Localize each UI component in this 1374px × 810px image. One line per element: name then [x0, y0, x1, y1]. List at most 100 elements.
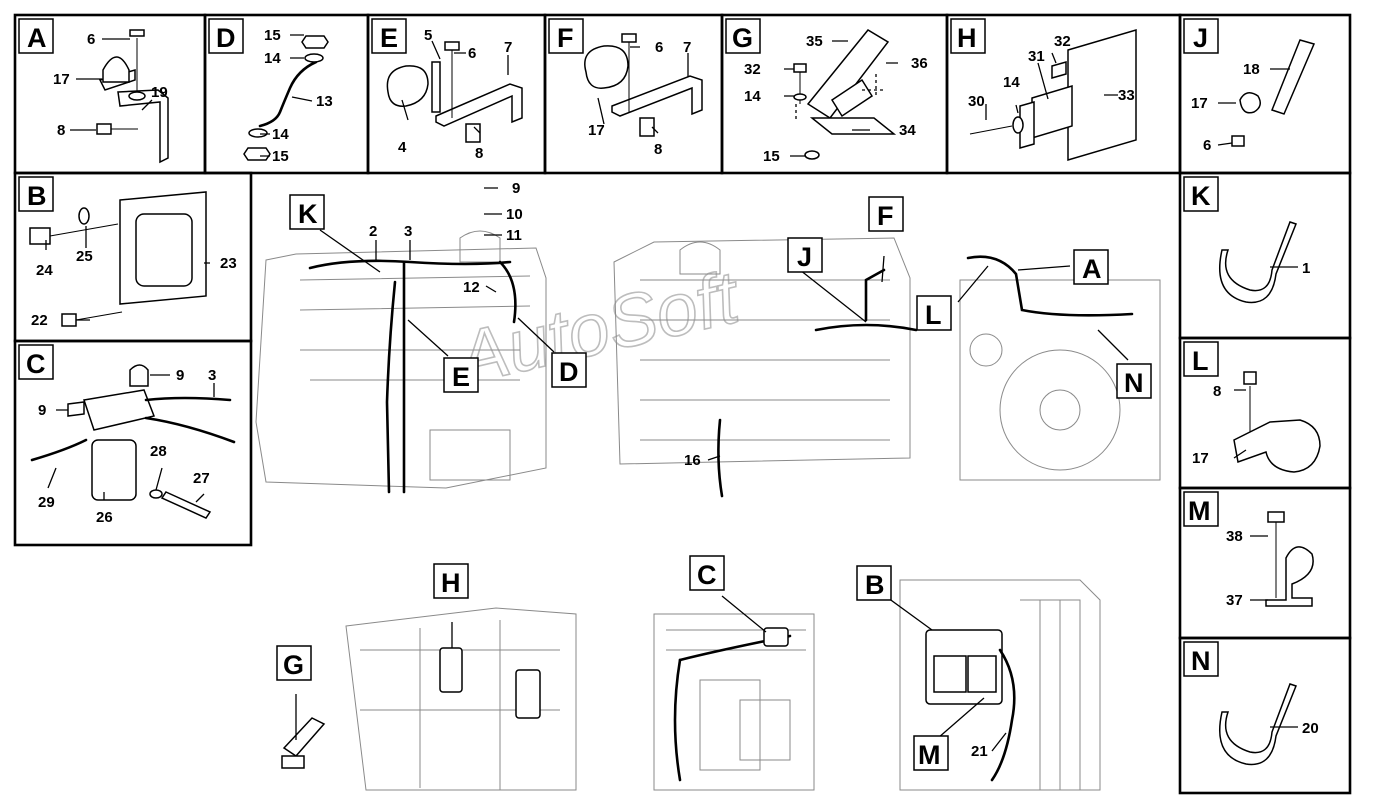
- part-number: 32: [1054, 33, 1071, 50]
- part-number-labels: 6 17 19 8 15 14 13 14 15 5 6 7 4 8 6 7 1…: [31, 27, 1319, 760]
- callout-tag-m: M: [918, 740, 941, 770]
- part-number: 2: [369, 223, 377, 240]
- part-number: 15: [264, 27, 281, 44]
- part-number: 3: [404, 223, 412, 240]
- part-number: 17: [1191, 95, 1208, 112]
- part-number: 34: [899, 122, 916, 139]
- tag-box: [1183, 18, 1219, 54]
- part-number: 19: [151, 84, 168, 101]
- cab-left-view: [281, 607, 577, 791]
- panel-n-frame: [1178, 636, 1352, 795]
- part-number: 29: [38, 494, 55, 511]
- panel-k-cable-tie-illustration: [1218, 221, 1297, 304]
- part-number: 21: [971, 743, 988, 760]
- panel-tag-f: F: [557, 23, 574, 53]
- tag-box: [276, 645, 312, 681]
- panel-tag-k: K: [1191, 181, 1211, 211]
- tag-box: [18, 176, 54, 212]
- panel-j-strap-illustration: [1231, 39, 1316, 147]
- panel-g-pedal-illustration: [793, 29, 897, 160]
- part-number: 17: [588, 122, 605, 139]
- tag-box: [787, 237, 823, 273]
- tag-box: [289, 194, 325, 230]
- tag-box: [371, 18, 407, 54]
- tag-box: [1183, 341, 1219, 377]
- part-number: 37: [1226, 592, 1243, 609]
- callout-tag-e: E: [452, 362, 470, 392]
- part-number: 14: [264, 50, 281, 67]
- panel-b-plate-illustration: [29, 191, 207, 327]
- part-number: 30: [968, 93, 985, 110]
- callout-tag-h: H: [441, 568, 461, 598]
- tag-box: [1073, 249, 1109, 285]
- tag-box: [856, 565, 892, 601]
- panel-f-clamp-illustration: [584, 33, 703, 137]
- callout-tag-l: L: [925, 300, 942, 330]
- part-number: 32: [744, 61, 761, 78]
- panel-tag-e: E: [380, 23, 398, 53]
- panel-tag-m: M: [1188, 496, 1211, 526]
- callout-tag-k: K: [298, 199, 318, 229]
- callout-tag-j: J: [797, 242, 812, 272]
- part-number: 5: [424, 27, 432, 44]
- panel-n-cable-tie-illustration: [1218, 683, 1297, 766]
- part-number: 13: [316, 93, 333, 110]
- part-number: 8: [1213, 383, 1221, 400]
- part-number: 11: [506, 227, 522, 244]
- callout-tag-a: A: [1082, 254, 1102, 284]
- part-number: 3: [208, 367, 216, 384]
- tag-box: [443, 357, 479, 393]
- part-number: 1: [1302, 260, 1310, 277]
- part-number: 16: [684, 452, 701, 469]
- part-number: 22: [31, 312, 48, 329]
- tag-box: [916, 295, 952, 331]
- part-number: 10: [506, 206, 523, 223]
- part-number: 27: [193, 470, 210, 487]
- tag-box: [913, 735, 949, 771]
- tag-box: [950, 18, 986, 54]
- tag-box: [725, 18, 761, 54]
- callout-tag-b: B: [865, 570, 885, 600]
- part-number: 25: [76, 248, 93, 265]
- panel-h-plate-illustration: [969, 28, 1137, 162]
- tag-box: [1183, 491, 1219, 527]
- panel-tag-n: N: [1191, 646, 1211, 676]
- leader-lines: [45, 34, 1298, 752]
- part-number: 14: [744, 88, 761, 105]
- part-number: 6: [655, 39, 663, 56]
- part-number: 17: [53, 71, 70, 88]
- tag-box: [1116, 363, 1152, 399]
- part-number: 26: [96, 509, 113, 526]
- part-number: 12: [463, 279, 480, 296]
- callout-tag-g: G: [283, 650, 304, 680]
- part-number: 7: [683, 39, 691, 56]
- part-number: 28: [150, 443, 167, 460]
- part-number: 8: [57, 122, 65, 139]
- cab-center-view: [653, 613, 815, 791]
- part-number: 15: [272, 148, 289, 165]
- part-number: 20: [1302, 720, 1319, 737]
- part-number: 14: [272, 126, 289, 143]
- panel-l-clamp-illustration: [1233, 371, 1321, 473]
- tag-box: [1183, 176, 1219, 212]
- callout-tag-d: D: [559, 357, 579, 387]
- panel-c-solenoid-illustration: [30, 364, 236, 519]
- callout-tag-n: N: [1124, 368, 1144, 398]
- panel-tag-g: G: [732, 23, 753, 53]
- engine-center-view: [613, 237, 918, 498]
- part-number: 9: [38, 402, 46, 419]
- tag-box: [433, 563, 469, 599]
- part-number: 23: [220, 255, 237, 272]
- part-number: 6: [87, 31, 95, 48]
- part-number: 14: [1003, 74, 1020, 91]
- panel-c-frame: [13, 339, 253, 547]
- part-number: 35: [806, 33, 823, 50]
- panel-d-cable-illustration: [243, 35, 329, 161]
- callout-tags: K E D J F A L N H G C B M: [276, 194, 1152, 771]
- part-number: 8: [654, 141, 662, 158]
- part-number: 4: [398, 139, 407, 156]
- panel-tag-d: D: [216, 23, 236, 53]
- part-number: 33: [1118, 87, 1135, 104]
- callout-tag-f: F: [877, 201, 894, 231]
